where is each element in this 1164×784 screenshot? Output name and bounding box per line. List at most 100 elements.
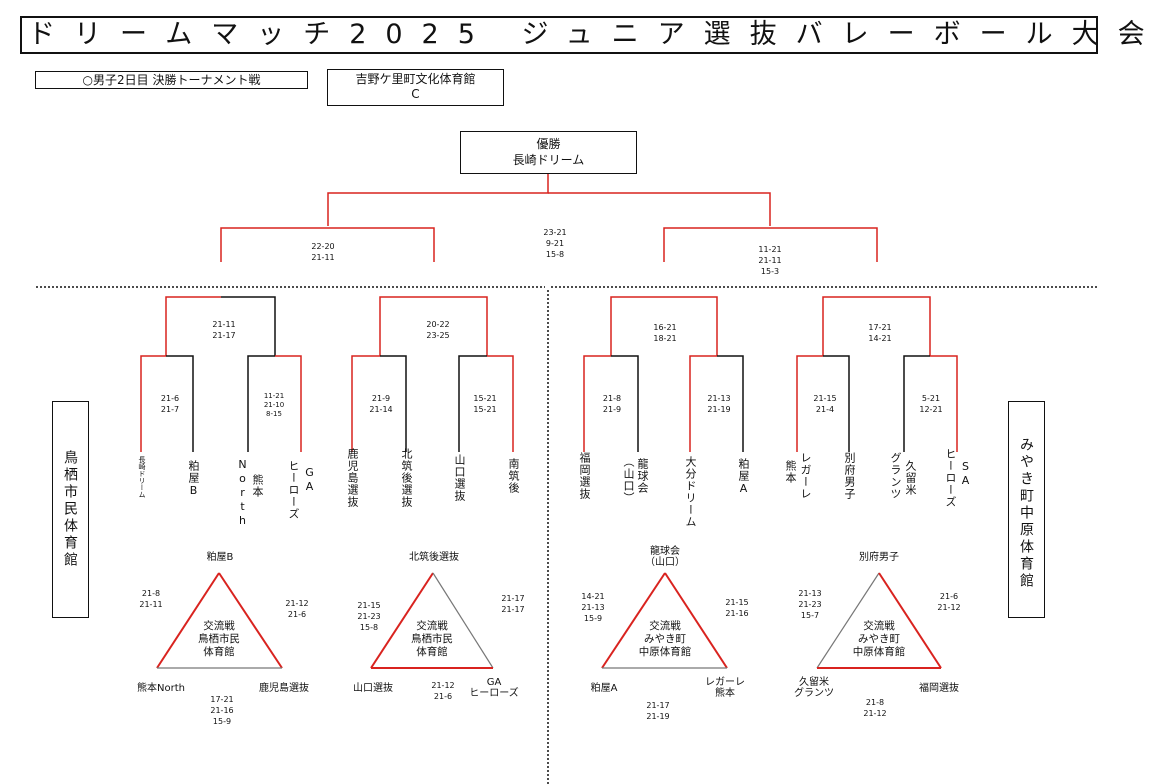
semi-left-b: [328, 227, 435, 262]
final-score: 23-21 9-21 15-8: [543, 228, 567, 259]
q4: [822, 296, 931, 356]
champion-label: 優勝: [536, 137, 561, 151]
title-box: ドリームマッチ2025 ジュニア選抜バレーボール大会: [20, 16, 1145, 54]
m3-b: [380, 355, 407, 452]
tri4-top-team: 別府男子: [859, 552, 899, 563]
tri3-right-score: 21-15 21-16: [725, 598, 749, 618]
tri1-right-score: 21-12 21-6: [285, 599, 309, 619]
tri2-left-score: 21-15 21-23 15-8: [357, 601, 381, 632]
m7-score: 21-15 21-4: [813, 394, 837, 414]
tri1-left-team: 熊本North: [137, 683, 185, 694]
team-sa-heroes-b: SA: [959, 460, 972, 488]
tri3-right-team: レガーレ 熊本: [705, 677, 745, 699]
tri2-right-team: GA ヒーローズ: [469, 677, 519, 699]
final-left: [327, 174, 549, 226]
team-oita-dream: 大分ドリーム: [684, 456, 697, 528]
champion-team: 長崎ドリーム: [512, 153, 585, 167]
team-kurume-a: 久留米: [904, 460, 917, 496]
team-kasuya-b: 粕屋B: [187, 460, 200, 498]
m5-b: [611, 355, 639, 452]
team-ga-heroes-a: ヒーローズ: [287, 460, 300, 520]
team-minamichikugo: 南筑後: [507, 458, 520, 494]
tri2-center: 交流戦 鳥栖市民 体育館: [411, 620, 453, 658]
bracket-lines: [36, 174, 1097, 784]
tri1-left-score: 21-8 21-11: [139, 589, 163, 609]
q3-score: 16-21 18-21: [653, 323, 677, 343]
tri3-left-score: 14-21 21-13 15-9: [581, 592, 605, 623]
m3-score: 21-9 21-14: [369, 394, 393, 414]
team-north-b: 熊本: [251, 474, 264, 498]
tri4-left-score: 21-13 21-23 15-7: [798, 589, 822, 620]
venue-left-box: 鳥栖市民体育館: [52, 401, 89, 618]
team-kasuya-a: 粕屋A: [737, 458, 750, 496]
m1-a: [140, 355, 166, 452]
tri2-left-team: 山口選抜: [353, 683, 393, 694]
team-regale-a: レガーレ: [799, 452, 812, 500]
q3: [610, 296, 718, 356]
q1-a: [165, 296, 221, 356]
tri1-bottom-score: 17-21 21-16 15-9: [210, 695, 234, 726]
tri4-right-team: 福岡選抜: [919, 683, 959, 694]
team-nagasaki-dream: 長崎ドリーム: [138, 456, 146, 498]
tri1-center: 交流戦 鳥栖市民 体育館: [198, 620, 240, 658]
m5-score: 21-8 21-9: [602, 394, 622, 414]
page-title: ドリームマッチ2025 ジュニア選抜バレーボール大会: [28, 19, 1164, 50]
m1-score: 21-6 21-7: [160, 394, 180, 414]
venue-left: 鳥栖市民体育館: [62, 450, 78, 569]
m6-b: [717, 355, 744, 452]
m2-score: 11-21 21-10 8-15: [263, 392, 285, 418]
m8-score: 5-21 12-21: [919, 394, 943, 414]
tri2-bottom-score: 21-12 21-6: [431, 681, 455, 701]
team-regale-b: 熊本: [784, 460, 797, 484]
team-ryukyukai-b: （山口）: [622, 456, 635, 504]
team-kitachikugo: 北筑後選抜: [400, 448, 413, 508]
team-kagoshima: 鹿児島選抜: [346, 448, 359, 508]
final-right: [548, 192, 771, 226]
tri4-bottom-score: 21-8 21-12: [863, 698, 887, 718]
m4-b: [487, 355, 514, 452]
tri4-right-score: 21-6 21-12: [937, 592, 961, 612]
tri3-left-team: 粕屋A: [590, 683, 618, 694]
tri2-top-team: 北筑後選抜: [409, 552, 459, 563]
tri3-top-team: 龍球会 （山口）: [645, 546, 685, 568]
main-venue-name: 吉野ケ里町文化体育館: [355, 72, 476, 86]
q1-score: 21-11 21-17: [212, 320, 236, 340]
q1-b: [221, 296, 276, 356]
champion-box: 優勝 長崎ドリーム: [460, 131, 637, 174]
team-fukuoka: 福岡選抜: [578, 452, 591, 500]
tri3-bottom-score: 21-17 21-19: [646, 701, 670, 721]
semi-left-score: 22-20 21-11: [311, 242, 335, 262]
q2: [379, 296, 488, 356]
m4-a: [458, 355, 487, 452]
m5-a: [583, 355, 611, 452]
team-ga-heroes-b: GA: [303, 466, 316, 494]
triangle-1: [156, 572, 283, 669]
main-venue-box: 吉野ケ里町文化体育館 C: [327, 69, 504, 106]
m1-b: [166, 355, 194, 452]
team-north-a: North: [236, 458, 249, 528]
semi-right: [663, 227, 878, 262]
triangle-4: [816, 572, 942, 669]
m2-b: [275, 355, 302, 452]
team-ryukyukai-a: 龍球会: [636, 458, 649, 494]
m2-a: [247, 355, 275, 452]
m6-score: 21-13 21-19: [707, 394, 731, 414]
semi-right-score: 11-21 21-11 15-3: [758, 245, 782, 276]
tri4-left-team: 久留米 グランツ: [794, 677, 834, 699]
subtitle-box: ○男子2日目 決勝トーナメント戦: [35, 71, 308, 89]
m4-score: 15-21 15-21: [473, 394, 497, 414]
venue-right-box: みやき町中原体育館: [1008, 401, 1045, 618]
triangle-2: [370, 572, 494, 669]
semi-left-winner: [220, 227, 328, 262]
subtitle: ○男子2日目 決勝トーナメント戦: [82, 73, 261, 87]
q2-score: 20-22 23-25: [426, 320, 450, 340]
tri3-center: 交流戦 みやき町 中原体育館: [638, 620, 692, 658]
team-beppu: 別府男子: [843, 452, 856, 500]
q4-score: 17-21 14-21: [868, 323, 892, 343]
tri2-right-score: 21-17 21-17: [501, 594, 525, 614]
main-venue-court: C: [411, 87, 420, 101]
m7-a: [796, 355, 823, 452]
m6-a: [689, 355, 717, 452]
m8-b: [930, 355, 958, 452]
venue-right: みやき町中原体育館: [1018, 437, 1034, 590]
